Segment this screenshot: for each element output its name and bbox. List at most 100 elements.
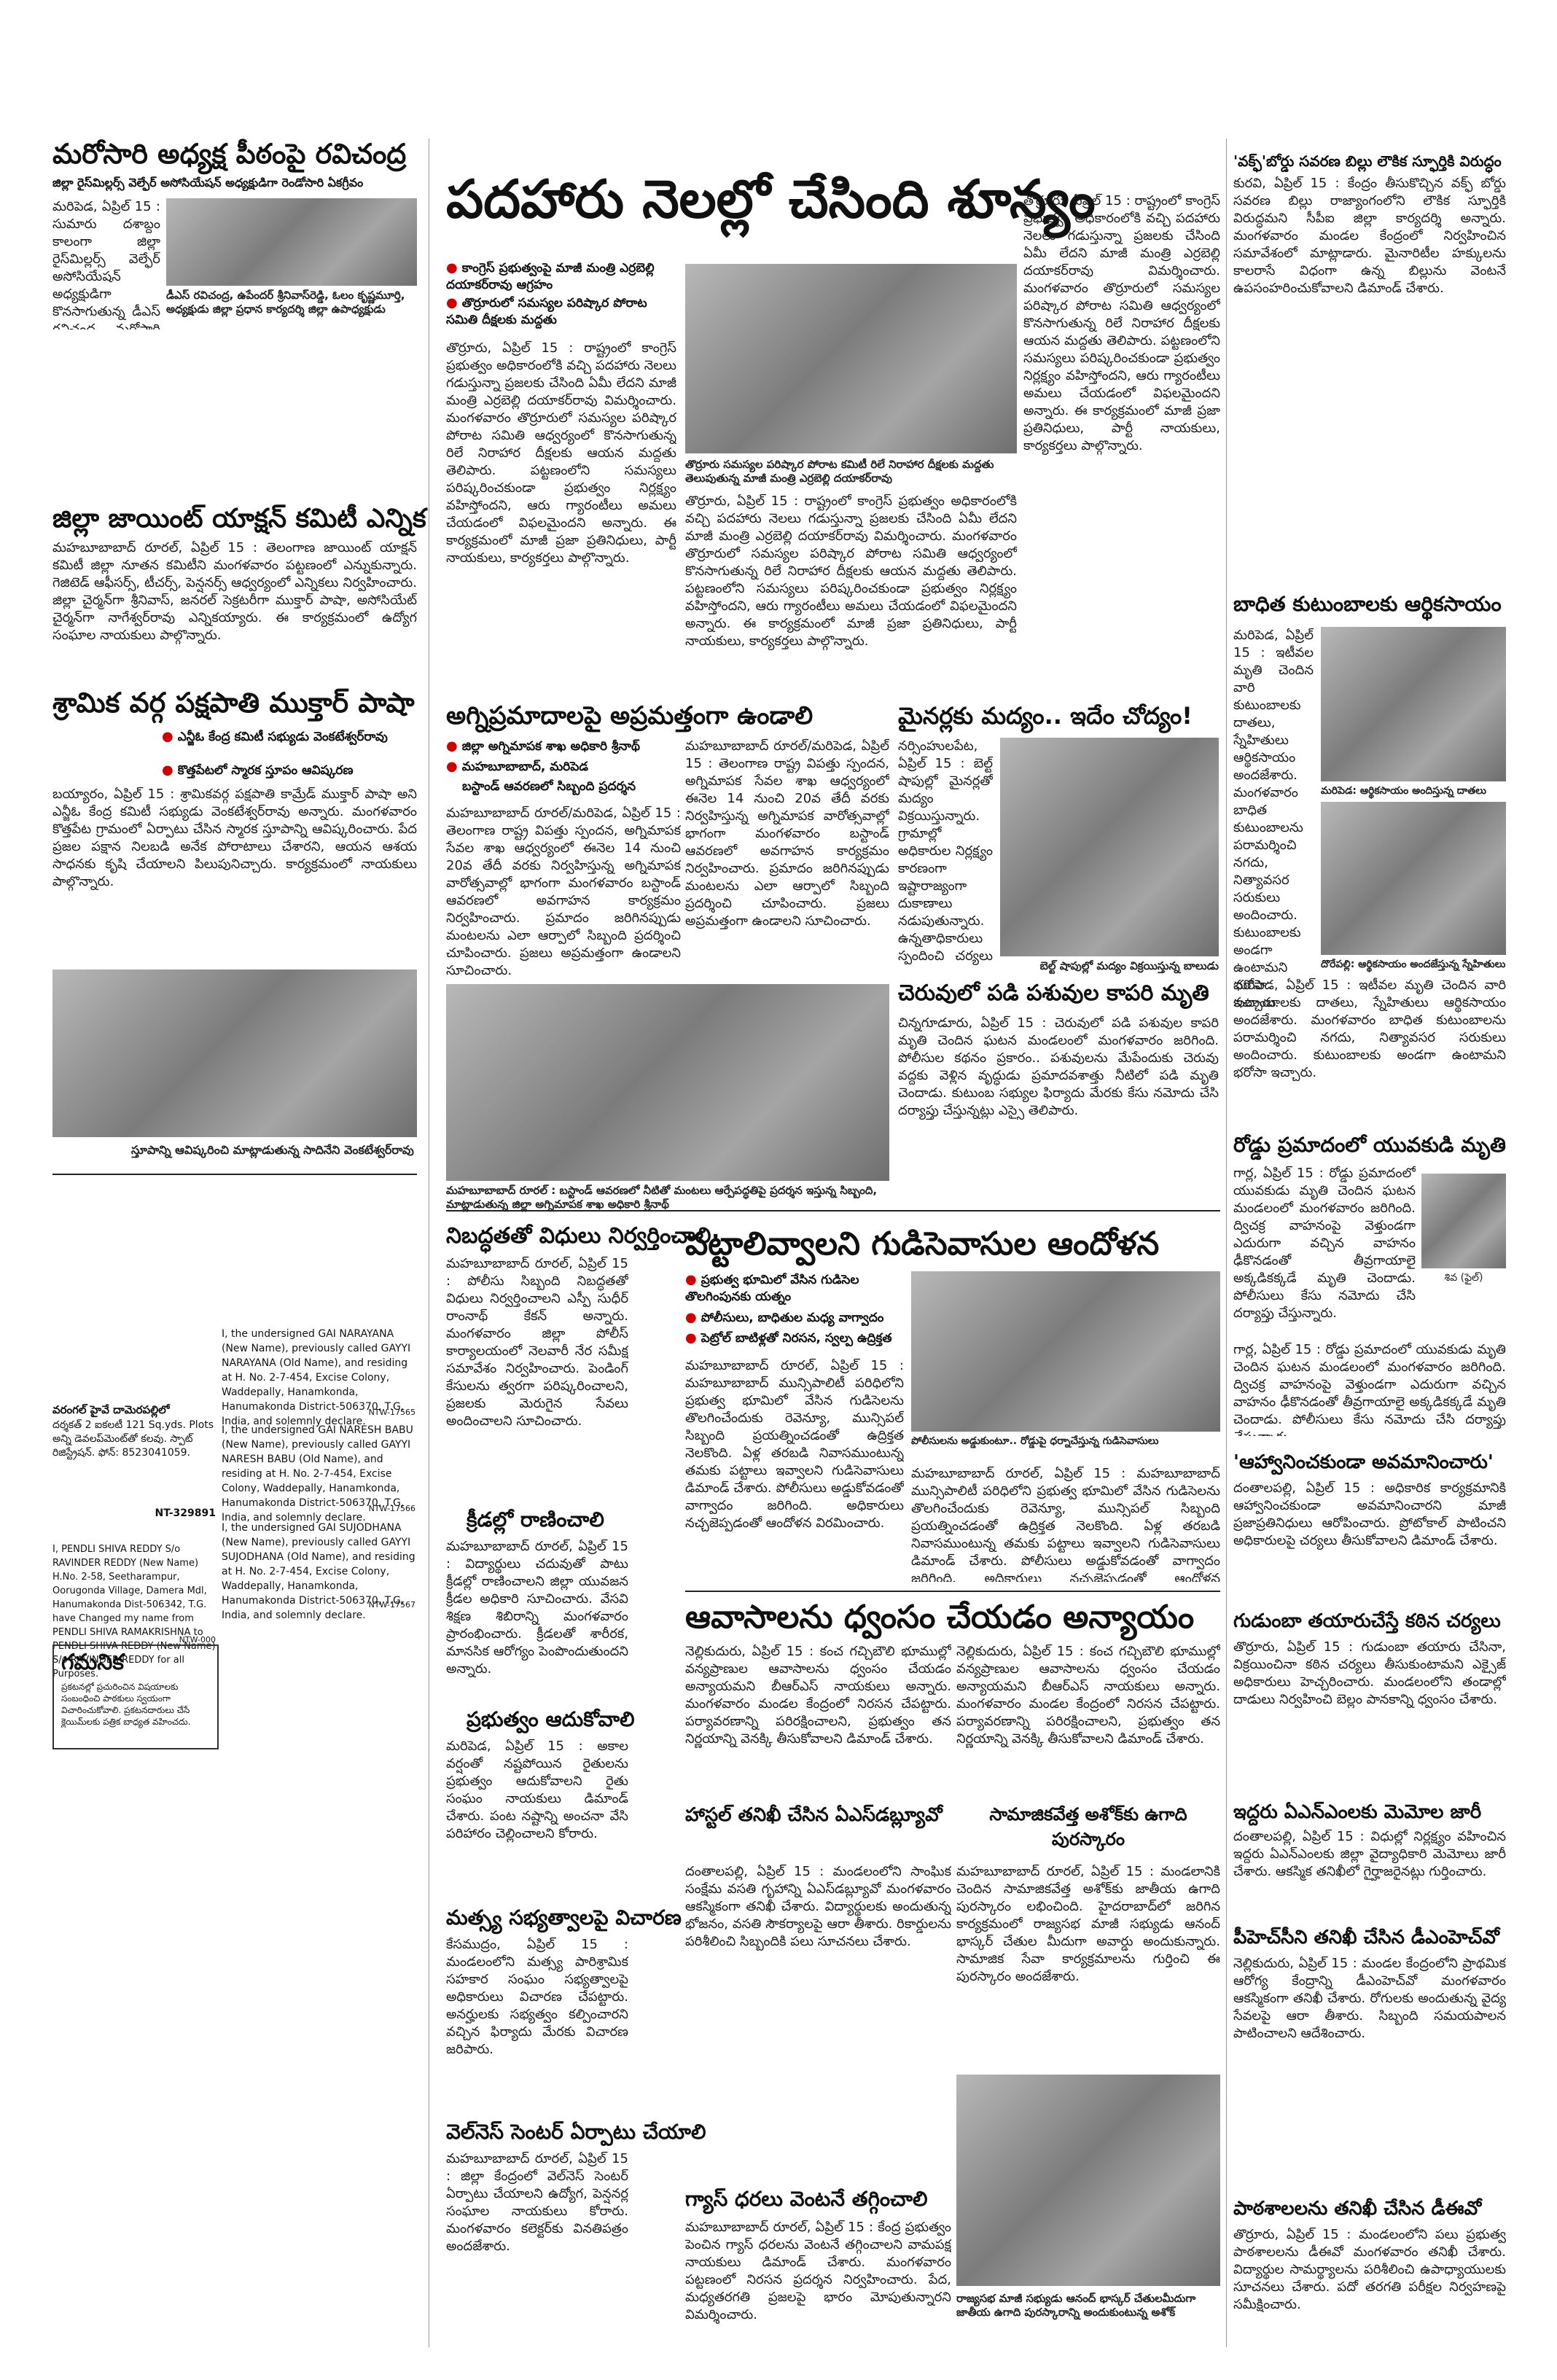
main-bullet-1: ●కాంగ్రెస్ ప్రభుత్వంపై మాజీ మంత్రి ఎర్రబ… bbox=[446, 260, 655, 292]
fire-bullet-2: ●మహబూబాబాద్, మరిపెడ bbox=[446, 759, 588, 774]
classified-text: దర్శకత్ 2 ఐకలటీ 121 Sq.yds. Plots అన్ని … bbox=[52, 1419, 214, 1459]
pattalu-caption: పోలీసులను అడ్డుకుంటూ.. రోడ్డుపై ధర్నాచేస… bbox=[911, 1435, 1159, 1447]
name-change-ad-3-code: NTW-17567 bbox=[368, 1600, 415, 1610]
classified-title: వరంగల్ హైవే దామెరపల్లిలో bbox=[52, 1403, 170, 1416]
gudumba-headline: గుడుంబా తయారుచేస్తే కఠిన చర్యలు bbox=[1233, 1610, 1501, 1632]
road-headline: రోడ్డు ప్రమాదంలో యువకుడి మృతి bbox=[1233, 1133, 1506, 1157]
vidhulu-body: మహబూబాబాద్ రూరల్, ఏప్రిల్ 15 : పోలీసు సి… bbox=[446, 1256, 628, 1429]
bullet-dot-icon: ● bbox=[446, 738, 458, 754]
bhadhita-body: మరిపెడ, ఏప్రిల్ 15 : ఇటీవల మృతి చెందిన వ… bbox=[1233, 628, 1314, 1010]
bhadhita-photo-2 bbox=[1321, 802, 1506, 955]
memo-body: దంతాలపల్లి, ఏప్రిల్ 15 : విధుల్లో నిర్లక… bbox=[1233, 1829, 1506, 1879]
krida-headline: క్రీడల్లో రాణించాలి bbox=[467, 1507, 604, 1532]
bullet-dot-icon: ● bbox=[162, 729, 173, 744]
col1-story2-body: మహబూబాబాద్ రూరల్, ఏప్రిల్ 15 : తెలంగాణ జ… bbox=[52, 540, 417, 643]
name-change-ad-3: I, the undersigned GAI SUJODHANA (New Na… bbox=[222, 1522, 415, 1621]
liquor-headline: మైనర్లకు మద్యం.. ఇదేం చోద్యం! bbox=[898, 702, 1193, 730]
col2-divider bbox=[446, 1210, 1220, 1212]
krida-body: మహబూబాబాద్ రూరల్, ఏప్రిల్ 15 : విద్యార్థ… bbox=[446, 1539, 628, 1677]
wellness-body: మహబూబాబాద్ రూరల్, ఏప్రిల్ 15 : జిల్లా కే… bbox=[446, 2151, 628, 2254]
liquor-photo bbox=[1000, 738, 1219, 956]
main-body-cont: తొర్రూరు, ఏప్రిల్ 15 : రాష్ట్రంలో కాంగ్ర… bbox=[685, 493, 1017, 649]
hostel-headline: హాస్టల్ తనిఖీ చేసిన ఏఎస్‌డబ్ల్యూవో bbox=[685, 1804, 943, 1826]
deo-headline: పాఠశాలలను తనిఖీ చేసిన డీఈవో bbox=[1233, 2198, 1482, 2220]
pattalu-photo bbox=[911, 1271, 1220, 1432]
waqf-body: కురవి, ఏప్రిల్ 15 : కేంద్రం తీసుకొచ్చిన … bbox=[1233, 176, 1506, 296]
prabhutvam-body: మరిపెడ, ఏప్రిల్ 15 : అకాల వర్షంతో నష్టపో… bbox=[446, 1739, 628, 1841]
matsya-headline: మత్స్య సభ్యత్వాలపై విచారణ bbox=[446, 1905, 682, 1930]
phc-headline: పీహెచ్‌సీని తనిఖీ చేసిన డీఎంహెచ్‌వో bbox=[1233, 1927, 1499, 1948]
vidhulu-headline: నిబద్ధతతో విధులు నిర్వర్తించాలి bbox=[446, 1223, 711, 1249]
liquor-body: నర్సింహులపేట, ఏప్రిల్ 15 : బెల్ట్ షాపుల్… bbox=[898, 738, 993, 964]
bullet-dot-icon: ● bbox=[685, 1310, 697, 1325]
fire-bullet-3: బస్టాండ్ ఆవరణలో సిబ్బంది ప్రదర్శన bbox=[462, 779, 636, 794]
gas-body: మహబూబాబాద్ రూరల్, ఏప్రిల్ 15 : కేంద్ర ప్… bbox=[685, 2220, 951, 2322]
liquor-caption: బెల్ట్ షాపుల్లో మద్యం విక్రయిస్తున్న బాల… bbox=[1039, 959, 1219, 972]
col1-story3-bullet-1: ●ఎన్జీఓ కేంద్ర కమిటీ సభ్యుడు వెంకటేశ్వర్… bbox=[162, 729, 388, 744]
calf-headline: చెరువులో పడి పశువుల కాపరి మృతి bbox=[898, 980, 1209, 1006]
notice-title: గమనిక bbox=[61, 1650, 124, 1675]
deo-body: తొర్రూరు, ఏప్రిల్ 15 : మండలంలోని పలు ప్ర… bbox=[1233, 2227, 1506, 2312]
name-change-ad-2-code: NTW-17566 bbox=[368, 1504, 415, 1513]
matsya-body: కేసముద్రం, ఏప్రిల్ 15 : మండలంలోని మత్స్య… bbox=[446, 1937, 628, 2057]
ahvanam-body: దంతాలపల్లి, ఏప్రిల్ 15 : అధికారిక కార్యక… bbox=[1233, 1480, 1506, 1548]
fire-body: మహబూబాబాద్ రూరల్/మరిపెడ, ఏప్రిల్ 15 : తె… bbox=[446, 805, 681, 978]
pattalu-bullet-2: ●పోలీసులు, బాధితుల మధ్య వాగ్వాదం bbox=[685, 1310, 884, 1325]
col1-story3-caption: స్తూపాన్ని ఆవిష్కరించి మాట్లాడుతున్న సాద… bbox=[131, 1143, 414, 1157]
bhadhita-photo-1 bbox=[1321, 627, 1506, 781]
gas-headline: గ్యాస్ ధరలు వెంటనే తగ్గించాలి bbox=[685, 2187, 928, 2211]
calf-body: చిన్నగూడూరు, ఏప్రిల్ 15 : చెరువులో పడి ప… bbox=[898, 1015, 1219, 1118]
rice-millers-photo bbox=[166, 198, 417, 286]
fire-bullet-1: ●జిల్లా అగ్నిమాపక శాఖ అధికారి శ్రీనాథ్ bbox=[446, 738, 640, 754]
col1-story1-body: మరిపెడ, ఏప్రిల్ 15 : సుమారు దశాబ్దం కాలం… bbox=[52, 199, 160, 329]
pattalu-body-right: మహబూబాబాద్ రూరల్, ఏప్రిల్ 15 : మహబూబాబాద… bbox=[911, 1466, 1220, 1582]
phc-body: నెల్లికుదురు, ఏప్రిల్ 15 : మండల కేంద్రంల… bbox=[1233, 1956, 1506, 2041]
col1-story1-caption: డీఎస్ రవిచంద్ర, ఉపేందర్ శ్రీనివాస్‌రెడ్డ… bbox=[166, 289, 405, 316]
name-change-ad-2: I, the undersigned GAI NARESH BABU (New … bbox=[222, 1424, 413, 1523]
main-bullet-2: ●తొర్రూరులో సమస్యల పరిష్కార పోరాట సమితి … bbox=[446, 295, 647, 327]
main-body: తొర్రూరు, ఏప్రిల్ 15 : రాష్ట్రంలో కాంగ్ర… bbox=[446, 340, 676, 566]
name-change-shiva: I, PENDLI SHIVA REDDY S/o RAVINDER REDDY… bbox=[52, 1544, 216, 1679]
main-headline: పదహారు నెలల్లో చేసింది శూన్యం bbox=[446, 168, 1096, 230]
road-photo bbox=[1421, 1174, 1506, 1268]
memorial-photo bbox=[52, 969, 417, 1137]
avasam-body-right: నెల్లికుదురు, ఏప్రిల్ 15 : కంచ గచ్చిబౌలి… bbox=[956, 1644, 1220, 1747]
avasam-headline: ఆవాసాలను ధ్వంసం చేయడం అన్యాయం bbox=[685, 1599, 1195, 1636]
bullet-dot-icon: ● bbox=[446, 260, 458, 276]
ahvanam-headline: 'ఆహ్వానించకుండా అవమానించారు' bbox=[1233, 1451, 1494, 1473]
gudumba-body: తొర్రూరు, ఏప్రిల్ 15 : గుడుంబా తయారు చేస… bbox=[1233, 1639, 1506, 1707]
road-caption: శివ (ఫైల్) bbox=[1444, 1272, 1483, 1284]
bullet-dot-icon: ● bbox=[685, 1272, 697, 1287]
col1-story3-body-wide: బయ్యారం, ఏప్రిల్ 15 : శ్రామికవర్గ పక్షపా… bbox=[52, 787, 417, 889]
col1-divider bbox=[52, 1174, 417, 1175]
col1-story3-headline: శ్రామిక వర్గ పక్షపాతి ముక్తార్ పాషా bbox=[52, 687, 415, 719]
classified-code: NT-329891 bbox=[155, 1507, 216, 1519]
waqf-headline: 'వక్ఫ్'బోర్డు సవరణ బిల్లు లౌకిక స్ఫూర్తి… bbox=[1233, 152, 1502, 170]
column-rule-right bbox=[1226, 138, 1227, 2347]
bhadhita-caption-1: మరిపెడ: ఆర్థికసాయం అందిస్తున్న దాతలు bbox=[1321, 785, 1487, 797]
bhadhita-headline: బాధిత కుటుంబాలకు ఆర్థికసాయం bbox=[1233, 592, 1502, 616]
main-photo-caption: తొర్రూరు సమస్యల పరిష్కార పోరాట కమిటీ రిల… bbox=[685, 458, 994, 485]
pattalu-body: మహబూబాబాద్ రూరల్, ఏప్రిల్ 15 : మహబూబాబాద… bbox=[685, 1358, 904, 1531]
main-photo bbox=[685, 264, 1017, 453]
wellness-headline: వెల్‌నెస్ సెంటర్ ఏర్పాటు చేయాలి bbox=[446, 2120, 706, 2144]
pattalu-headline: పట్టాలివ్వాలని గుడిసెవాసుల ఆందోళన bbox=[685, 1225, 1160, 1263]
fire-body-right: మహబూబాబాద్ రూరల్/మరిపెడ, ఏప్రిల్ 15 : తె… bbox=[685, 738, 889, 929]
name-change-ad-1-code: NTW-17565 bbox=[368, 1408, 415, 1417]
hostel-body: దంతాలపల్లి, ఏప్రిల్ 15 : మండలంలోని సాంఘి… bbox=[685, 1864, 951, 1949]
road-body: గార్ల, ఏప్రిల్ 15 : రోడ్డు ప్రమాదంలో యువ… bbox=[1233, 1166, 1416, 1321]
bhadhita-caption-2: దొరేపల్లి: ఆర్థికసాయం అందజేస్తున్న స్నేహ… bbox=[1321, 959, 1506, 970]
pattalu-bullet-1: ●ప్రభుత్వ భూమిలో వేసిన గుడిసెల తొలగింపున… bbox=[685, 1272, 859, 1304]
avasam-body: నెల్లికుదురు, ఏప్రిల్ 15 : కంచ గచ్చిబౌలి… bbox=[685, 1644, 951, 1747]
bhadhita-body-wide: మరిపెడ, ఏప్రిల్ 15 : ఇటీవల మృతి చెందిన వ… bbox=[1233, 978, 1506, 1080]
bullet-dot-icon: ● bbox=[446, 295, 458, 311]
notice-box bbox=[52, 1644, 219, 1749]
fire-caption: మహబూబాబాద్ రూరల్ : బస్టాండ్ ఆవరణలో నీటిత… bbox=[446, 1184, 878, 1211]
road-body-wide: గార్ల, ఏప్రిల్ 15 : రోడ్డు ప్రమాదంలో యువ… bbox=[1233, 1342, 1506, 1436]
social-photo bbox=[956, 2075, 1220, 2286]
social-body: మహబూబాబాద్ రూరల్, ఏప్రిల్ 15 : మండలానికి… bbox=[956, 1864, 1220, 1984]
col1-story3-bullet-2: ●కొత్తపేటలో స్మారక స్తూపం ఆవిష్కరణ bbox=[162, 762, 354, 778]
bullet-dot-icon: ● bbox=[162, 762, 173, 778]
pattalu-bullet-3: ●పెట్రోల్ బాటిళ్లతో నిరసన, స్వల్ప ఉద్రిక… bbox=[685, 1330, 892, 1346]
main-body-right: తొర్రూరు, ఏప్రిల్ 15 : రాష్ట్రంలో కాంగ్ర… bbox=[1023, 193, 1220, 453]
